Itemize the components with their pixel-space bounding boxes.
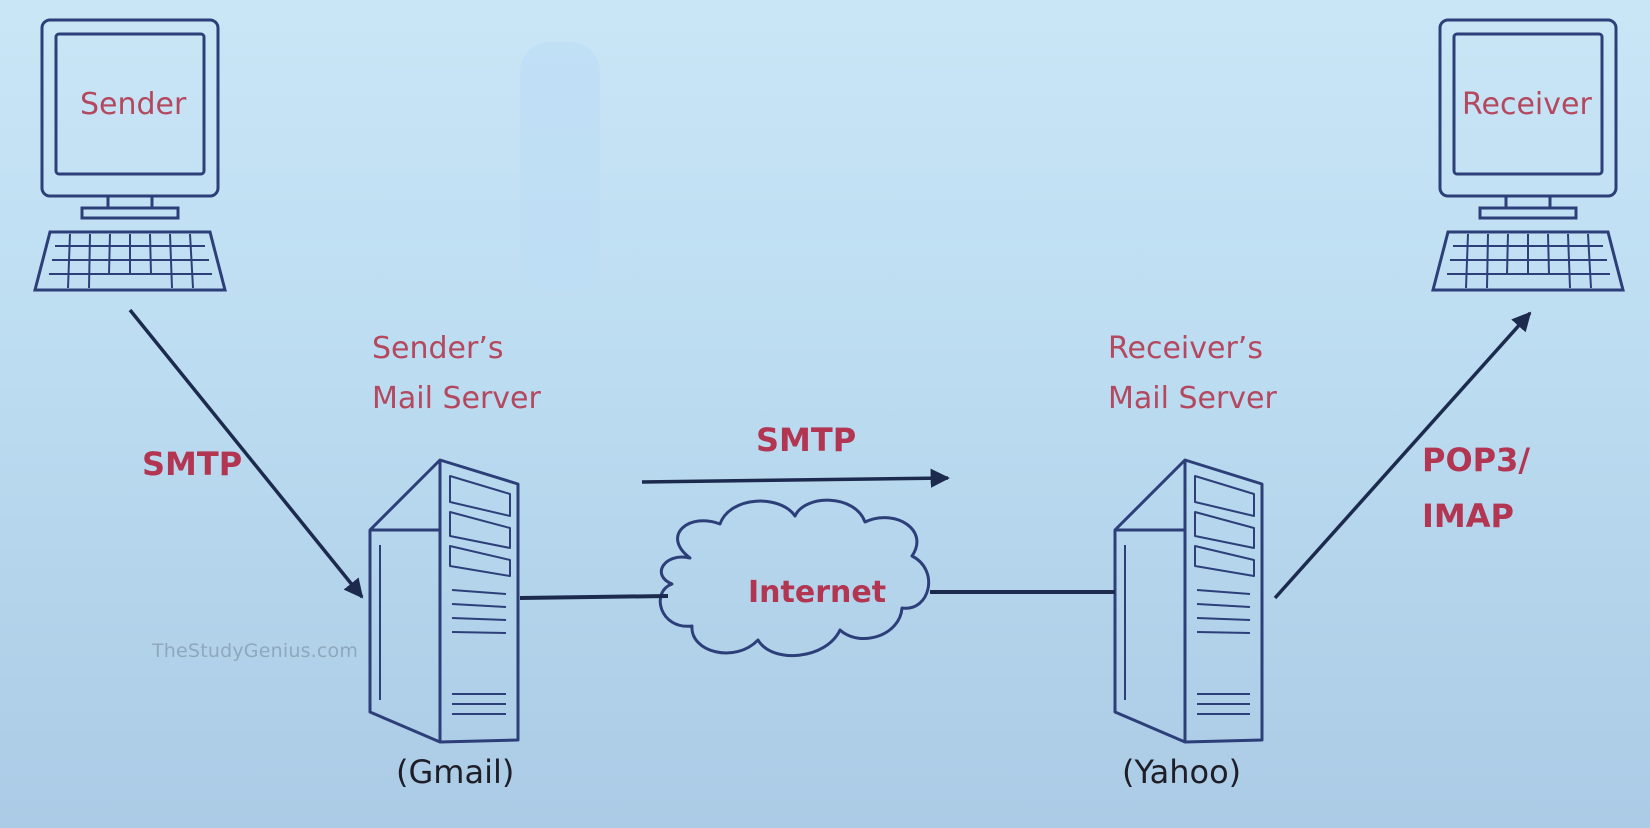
receiver-server-icon bbox=[1113, 458, 1264, 744]
yahoo-label: (Yahoo) bbox=[1122, 753, 1242, 791]
imap-label: IMAP bbox=[1422, 497, 1514, 535]
receiver-computer-icon bbox=[1431, 18, 1625, 292]
pop3-label: POP3/ bbox=[1422, 441, 1531, 479]
internet-cloud-icon bbox=[658, 498, 931, 658]
sender-computer-icon bbox=[33, 18, 227, 292]
receiver-label: Receiver bbox=[1462, 87, 1592, 122]
internet-label: Internet bbox=[748, 575, 887, 610]
sender-server-label-line1: Sender’s bbox=[372, 331, 504, 366]
smtp-label-middle: SMTP bbox=[756, 421, 857, 459]
background-smudge bbox=[520, 42, 600, 292]
sender-to-server-arrow bbox=[128, 308, 364, 599]
sender-server-label-line2: Mail Server bbox=[372, 381, 541, 416]
server-to-server-arrow bbox=[641, 468, 950, 488]
receiver-server-label-line1: Receiver’s bbox=[1108, 331, 1263, 366]
watermark: TheStudyGenius.com bbox=[152, 640, 359, 662]
gmail-label: (Gmail) bbox=[396, 753, 515, 791]
receiver-server-label-line2: Mail Server bbox=[1108, 381, 1277, 416]
smtp-label-left: SMTP bbox=[142, 445, 243, 483]
sender-server-icon bbox=[368, 458, 520, 744]
server-to-receiver-arrow bbox=[1273, 311, 1532, 600]
sender-label: Sender bbox=[80, 87, 187, 122]
server-to-cloud-line bbox=[519, 594, 669, 600]
